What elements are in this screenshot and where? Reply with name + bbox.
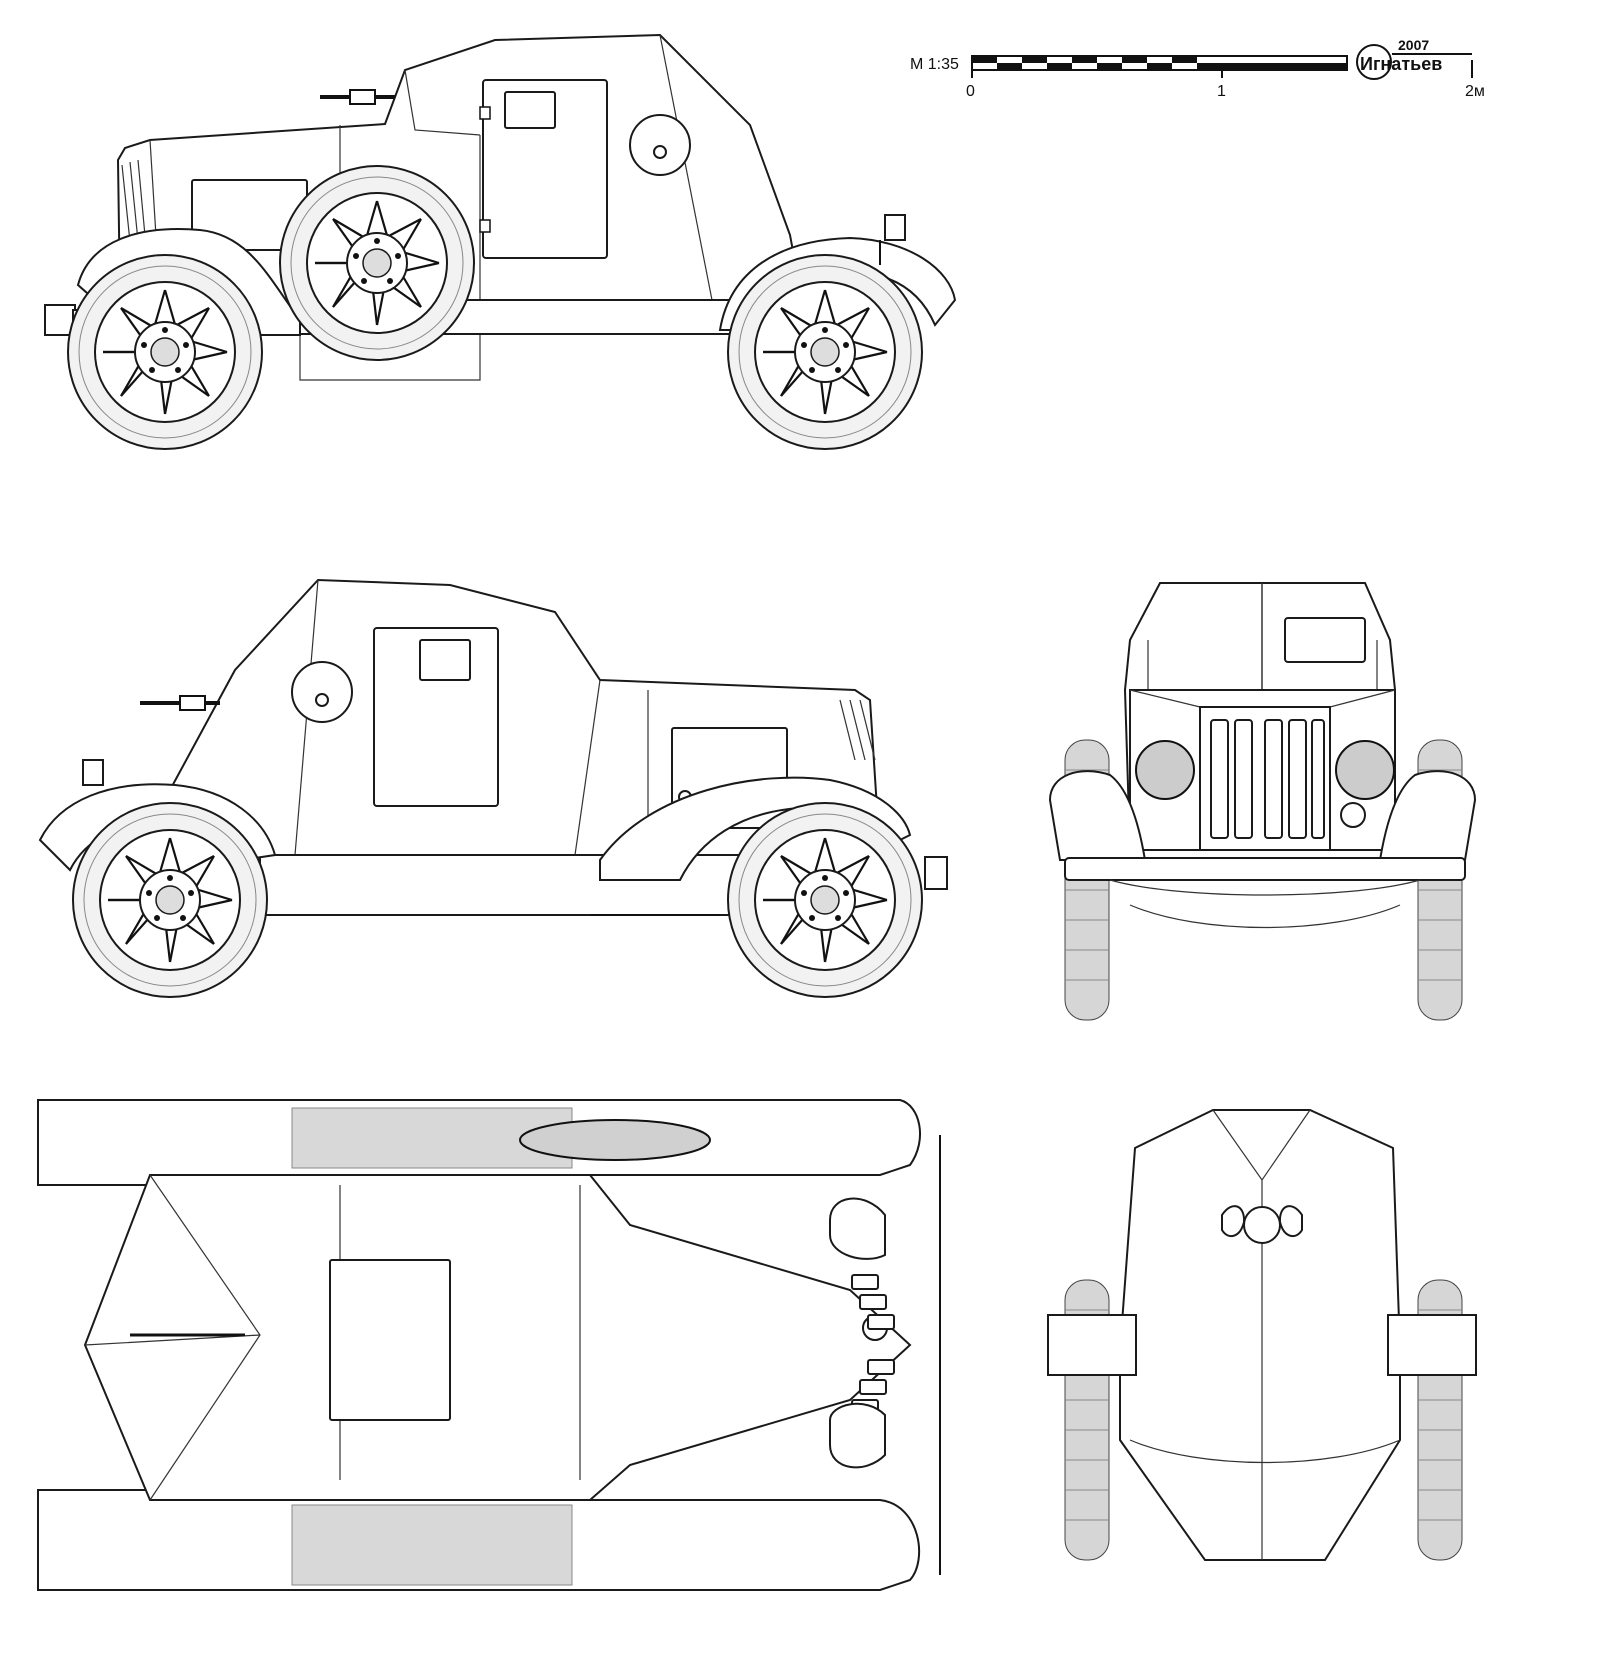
author-signature: 2007 Игнатьев — [1356, 37, 1472, 80]
scale-tick-0: 0 — [966, 83, 975, 100]
side-view-left — [44, 33, 957, 451]
scale-tick-2m: 2м — [1465, 83, 1485, 100]
scale-bar: М 1:35 0 1 2м — [910, 55, 1485, 100]
scale-ratio-label: М 1:35 — [910, 56, 959, 73]
signature-name: Игнатьев — [1360, 54, 1442, 74]
scale-tick-1: 1 — [1217, 83, 1226, 100]
front-view — [1048, 582, 1477, 1021]
top-view — [37, 1099, 941, 1591]
side-view-right — [38, 578, 948, 999]
rear-view — [1047, 1109, 1477, 1561]
signature-year: 2007 — [1398, 37, 1429, 53]
